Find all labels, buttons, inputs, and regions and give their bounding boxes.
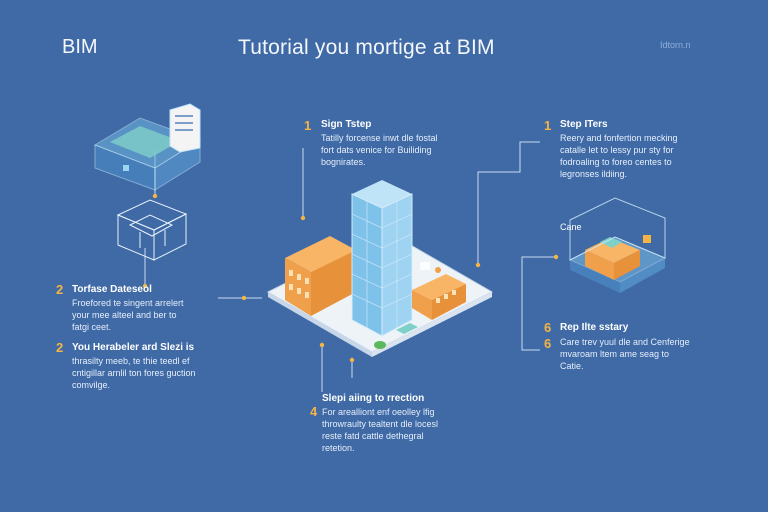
connector-step6 <box>521 256 556 351</box>
central-building-model <box>266 180 494 357</box>
model-label: Cane <box>560 222 582 232</box>
step-number: 6 <box>544 320 552 335</box>
step-description: thrasilty meeb, te thie teedl ef cntigil… <box>72 356 196 390</box>
connector-step1b <box>477 141 540 265</box>
step-description: For arealliont enf oeolley lfig throwrau… <box>322 407 439 453</box>
dot <box>300 215 306 221</box>
step-number: 1 <box>304 118 312 133</box>
dot <box>553 254 559 260</box>
corner-label: Idtorn.n <box>660 40 691 50</box>
glass-model-right <box>568 197 667 293</box>
dot <box>475 262 481 268</box>
step-title: You Herabeler ard Slezi is <box>72 342 195 353</box>
step-number: 4 <box>310 404 318 419</box>
dot <box>319 342 325 348</box>
step-title: Step ITers <box>560 119 608 130</box>
step-description: Reery and fonfertion mecking catalle let… <box>560 133 678 179</box>
step-number: 1 <box>544 118 552 133</box>
step-title: Sign Tstep <box>321 119 372 130</box>
glass-model-top-left <box>93 103 202 191</box>
page-title: Tutorial you mortige at BIM <box>238 36 495 59</box>
wireframe-model-left <box>116 199 188 261</box>
step-description: Tatilly forcense inwt dle fostal fort da… <box>321 133 438 167</box>
connector-dots <box>142 193 559 363</box>
step-number-secondary: 6 <box>544 336 552 351</box>
step-title: Slepi aiing to rrection <box>322 393 425 404</box>
step-number: 2 <box>56 340 64 355</box>
step-number: 2 <box>56 282 64 297</box>
step-title: Torfase Dateseol <box>72 284 152 295</box>
dot <box>142 283 148 289</box>
dot <box>241 295 247 301</box>
dot <box>349 357 355 363</box>
step-description: Froefored te singent arrelert your mee a… <box>72 298 184 332</box>
brand-label: BIM <box>62 36 98 58</box>
dot <box>152 193 158 199</box>
step-title: Rep Ilte sstary <box>560 322 629 333</box>
step-description: Care trev yuul dle and Cenferige mvaroam… <box>560 337 690 371</box>
